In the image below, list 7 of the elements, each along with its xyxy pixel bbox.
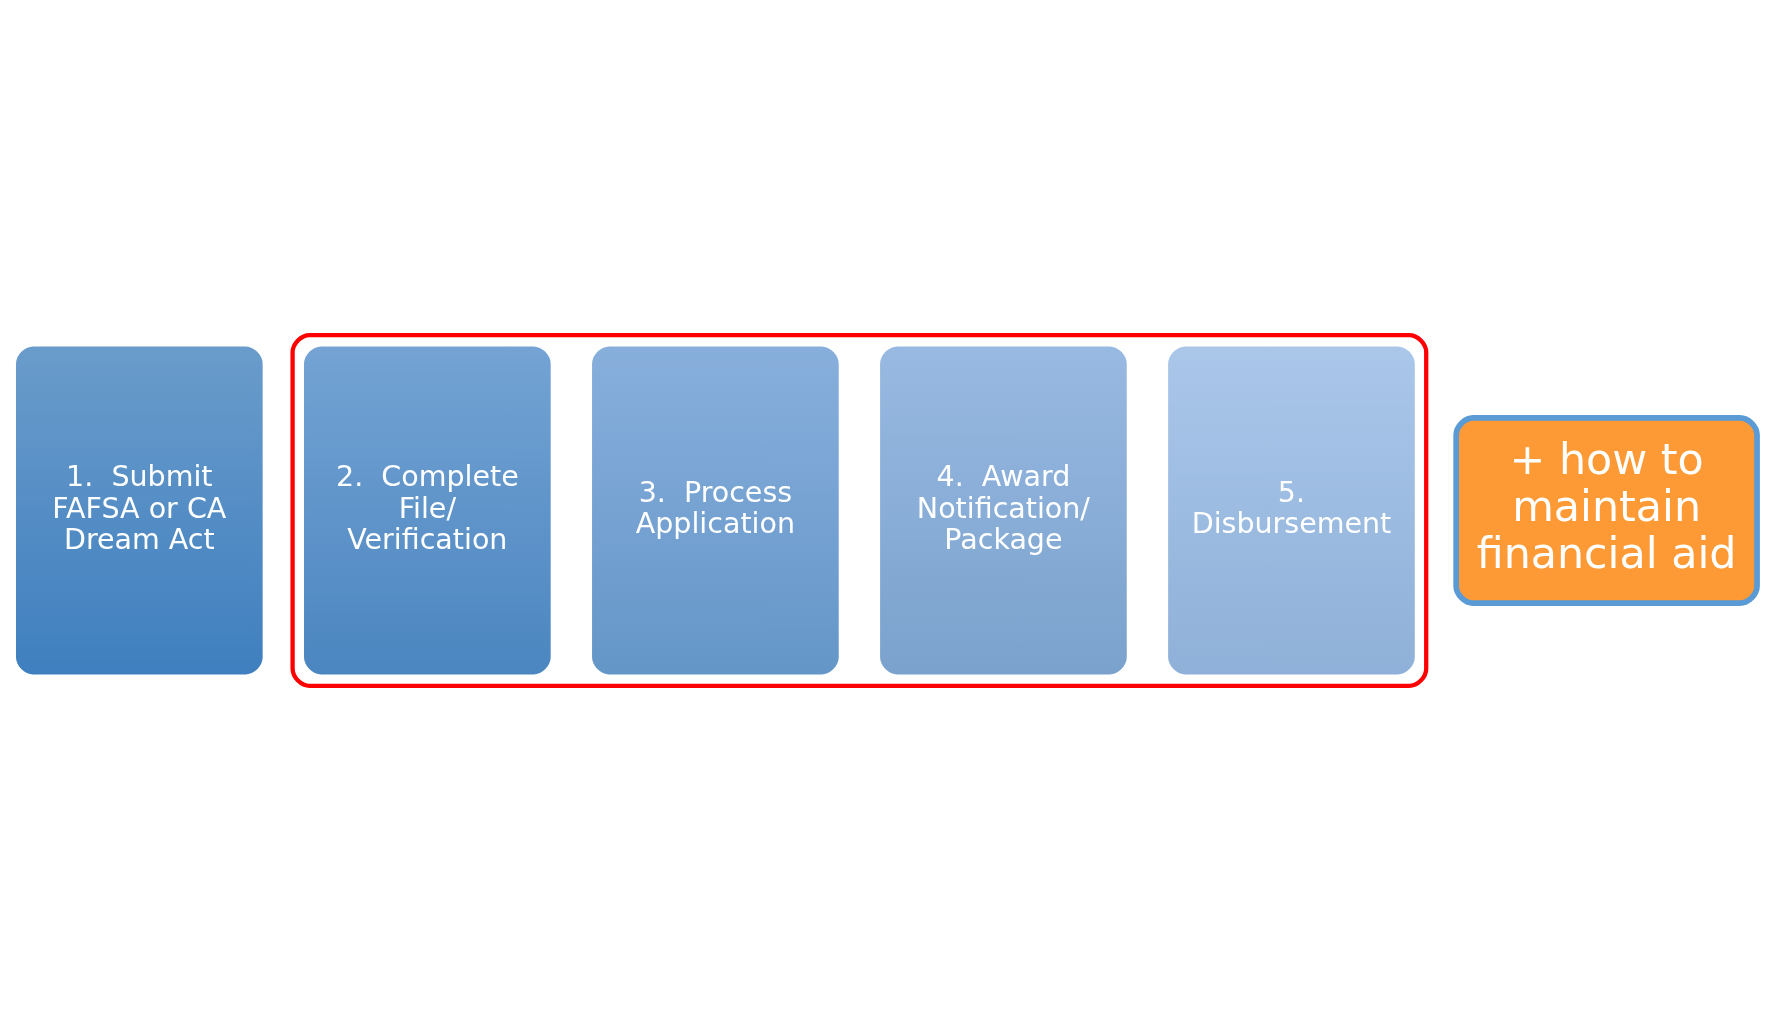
cluster <box>290 332 1429 688</box>
node-box: 3. Process Application <box>592 346 839 674</box>
node-box: 1. Submit FAFSA or CA Dream Act <box>15 346 263 674</box>
node-box: + how to maintain financial aid <box>1453 414 1760 606</box>
node-box: 5. Disbursement <box>1168 346 1415 674</box>
node-box: 4. Award Notification/ Package <box>880 346 1127 674</box>
node-box: 2. Complete File/ Verification <box>304 346 551 674</box>
